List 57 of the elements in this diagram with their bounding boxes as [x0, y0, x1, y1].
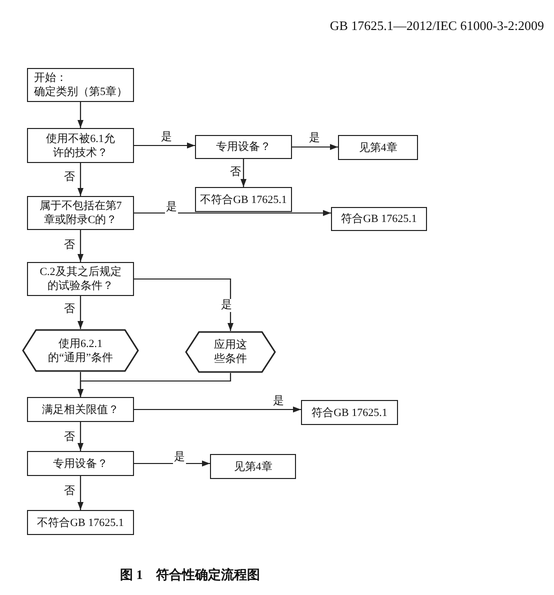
process-box [27, 68, 134, 102]
arrow [134, 406, 301, 412]
arrow [78, 296, 84, 329]
box-text: 见第4章 [358, 140, 398, 154]
box-text: 应用这些条件 [213, 338, 248, 366]
box-text: 符合GB 17625.1 [341, 212, 417, 226]
arrow [134, 210, 331, 216]
edge-label: 否 [63, 171, 76, 184]
box-text: 不符合GB 17625.1 [200, 192, 287, 206]
box-text: 专用设备？ [216, 140, 271, 154]
edge-label: 是 [165, 201, 178, 214]
edge-label: 否 [229, 166, 242, 179]
arrow [292, 144, 338, 150]
process-box [195, 135, 292, 159]
process-box [27, 451, 134, 476]
edge-label: 是 [272, 395, 285, 408]
arrow [78, 230, 84, 262]
edge-label: 是 [173, 451, 186, 464]
process-box [27, 128, 134, 163]
figure-caption: 图 1 符合性确定流程图 [120, 566, 260, 584]
box-text: C.2及其之后规定的试验条件？ [38, 265, 122, 293]
arrow [78, 102, 84, 128]
header-text: GB 17625.1—2012/IEC 61000-3-2:2009 [330, 18, 544, 34]
arrow [78, 373, 232, 397]
box-text: 满足相关限值？ [42, 402, 119, 416]
box-text: 专用设备？ [53, 456, 108, 470]
arrow [134, 460, 210, 466]
edge-label: 否 [63, 303, 76, 316]
process-box [301, 400, 398, 425]
arrow [240, 159, 246, 187]
process-box [331, 207, 427, 231]
process-box [27, 196, 134, 230]
edge-label: 是 [220, 299, 233, 312]
box-text: 符合GB 17625.1 [312, 406, 388, 420]
edge-label: 是 [160, 131, 173, 144]
process-box [27, 262, 134, 296]
box-text: 使用不被6.1允许的技术？ [45, 132, 116, 160]
process-box [27, 397, 134, 422]
box-text: 使用6.2.1的“通用”条件 [47, 336, 114, 364]
box-text: 不符合GB 17625.1 [37, 516, 124, 530]
edge-label: 否 [63, 239, 76, 252]
arrow [134, 278, 234, 331]
arrow [134, 142, 195, 148]
box-text: 属于不包括在第7章或附录C的？ [38, 199, 123, 227]
process-box [195, 187, 292, 212]
process-box [27, 510, 134, 535]
arrow [78, 422, 84, 451]
process-box [210, 454, 296, 479]
edge-label: 否 [63, 431, 76, 444]
arrow [78, 476, 84, 510]
edge-label: 否 [63, 485, 76, 498]
process-box [338, 135, 418, 160]
edge-label: 是 [308, 132, 321, 145]
arrow [78, 163, 84, 196]
box-text: 确定类别（第5章） [34, 85, 128, 99]
box-text: 开始： [34, 71, 67, 85]
box-text: 见第4章 [234, 460, 272, 474]
